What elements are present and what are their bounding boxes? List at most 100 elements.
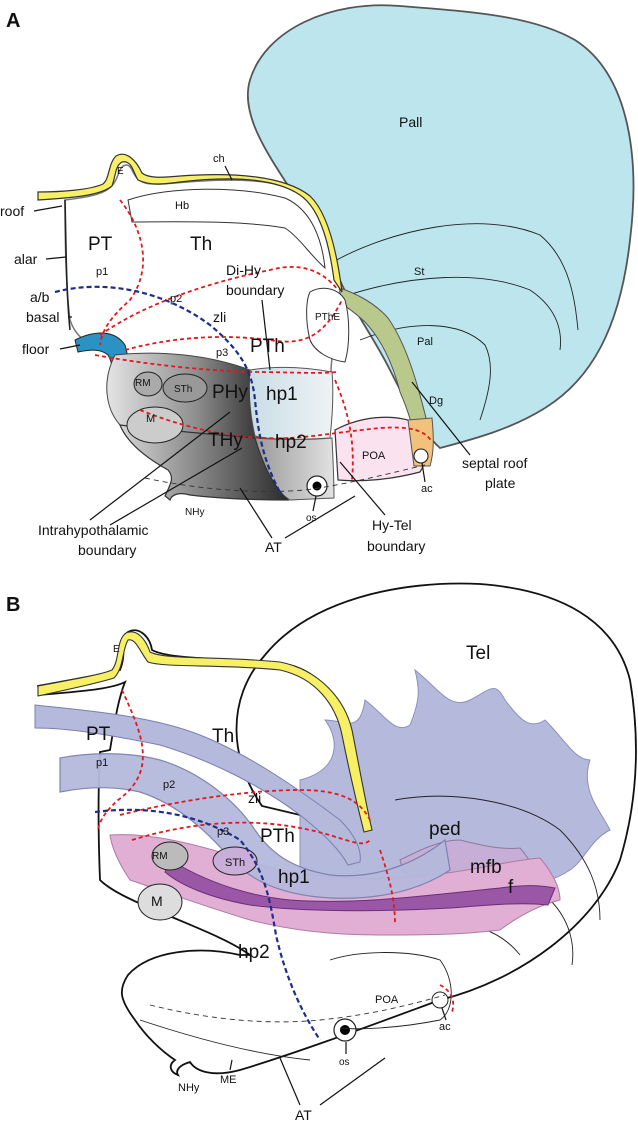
b-ac-edge [439,984,455,1013]
label-hb: Hb [175,200,189,212]
label-b-tel: Tel [466,643,490,664]
label-hytel-2: boundary [367,538,425,554]
ac-circle-b [431,991,449,1009]
leader-b-at-1 [279,1057,301,1106]
label-thy: THy [208,430,243,451]
label-septal-2: plate [485,475,516,491]
leader-roof [33,205,63,212]
label-dg: Dg [429,395,443,407]
pthe-region [306,287,350,363]
peduncle-tel [299,668,611,883]
label-ac: ac [421,483,433,495]
label-p3: p3 [216,347,228,359]
label-b-nhy: NHy [178,1082,200,1094]
leader-os [312,495,317,512]
panel-b-label: B [6,594,20,616]
label-st: St [414,266,424,278]
leader-ac [421,462,426,483]
label-th: Th [190,234,212,255]
label-p2: p2 [170,293,182,305]
panel-b: B [6,582,637,1123]
alar-basal-boundary [54,285,283,497]
os-inner [312,481,322,491]
peduncle-band [59,753,451,899]
label-b-th: Th [212,726,234,747]
p1-p2-boundary [99,199,144,346]
label-b-p3: p3 [217,826,229,838]
b-zli [119,789,371,821]
sth-nucleus-b [212,846,258,876]
label-b-hp2: hp2 [238,942,270,963]
label-pthe: PThE [315,312,340,323]
p2-p3-boundary [124,299,343,351]
label-b-ped: ped [429,819,461,840]
label-hp1: hp1 [266,384,298,405]
b-hy-tel [379,849,396,926]
label-b-p2: p2 [163,779,175,791]
leader-ch [224,165,233,181]
tel-inner-1 [394,795,601,921]
pal-dg-boundary [359,325,491,421]
label-b-poa: POA [375,994,399,1006]
b-p2-p3 [131,821,371,845]
label-b-me: ME [220,1074,237,1086]
b-p1-p2 [97,689,144,831]
label-ch: ch [213,153,225,165]
sth-nucleus [162,373,208,403]
pallium-st-boundary [332,223,579,331]
panel-a-label: A [6,10,20,32]
leader-septal [411,381,471,456]
label-dihy-2: boundary [226,282,284,298]
m-nucleus-b [137,883,183,921]
leader-b-ac [441,1007,447,1021]
leader-intra-2 [109,447,243,526]
leader-hytel [339,461,386,516]
label-hytel-1: Hy-Tel [372,517,412,533]
leader-floor [59,344,81,350]
poa-b-outline [329,952,452,1030]
hytel-boundary [334,379,354,481]
label-pt: PT [88,234,113,255]
alar-basal-wall [64,199,71,331]
b-ventral-line [139,1019,311,1061]
label-b-f: f [508,877,514,898]
hb-region [127,188,326,270]
roof-plate [37,153,343,293]
leader-b-at-2 [319,1057,386,1106]
label-basal: basal [26,309,59,325]
label-dihy-1: Di-Hy [226,262,261,278]
label-zli: zli [213,309,226,325]
label-pall: Pall [399,114,422,130]
label-b-pt: PT [86,724,111,745]
label-b-sth: STh [225,857,245,869]
roof-plate-b [37,631,373,833]
label-at: AT [265,539,282,555]
b-alar-basal [94,808,321,1041]
label-b-rm: RM [152,851,168,862]
label-pal: Pal [417,336,433,348]
label-b-m: M [151,893,163,909]
label-nhy: NHy [185,507,204,518]
label-b-mfb: mfb [470,857,502,878]
label-intra-2: boundary [78,542,136,558]
label-b-ac: ac [439,1021,451,1033]
label-roof: roof [0,203,24,219]
hy-boundary [94,354,337,374]
upper-peduncle-band [34,704,361,866]
panel-a: A [0,4,635,558]
label-b-hp1: hp1 [278,867,310,888]
leader-b-me [229,1059,233,1071]
fornix-band [164,859,556,912]
label-septal-1: septal roof [462,455,527,471]
label-p1: p1 [96,266,108,278]
label-hp2: hp2 [275,432,307,453]
label-poa: POA [362,450,386,462]
label-m: M [146,413,155,425]
os-inner-b [340,1025,350,1035]
b-ventricle-dash [149,994,446,1023]
leader-at-2 [284,495,356,539]
label-floor: floor [22,341,50,357]
label-rm: RM [135,378,151,389]
rm-nucleus [133,371,163,397]
